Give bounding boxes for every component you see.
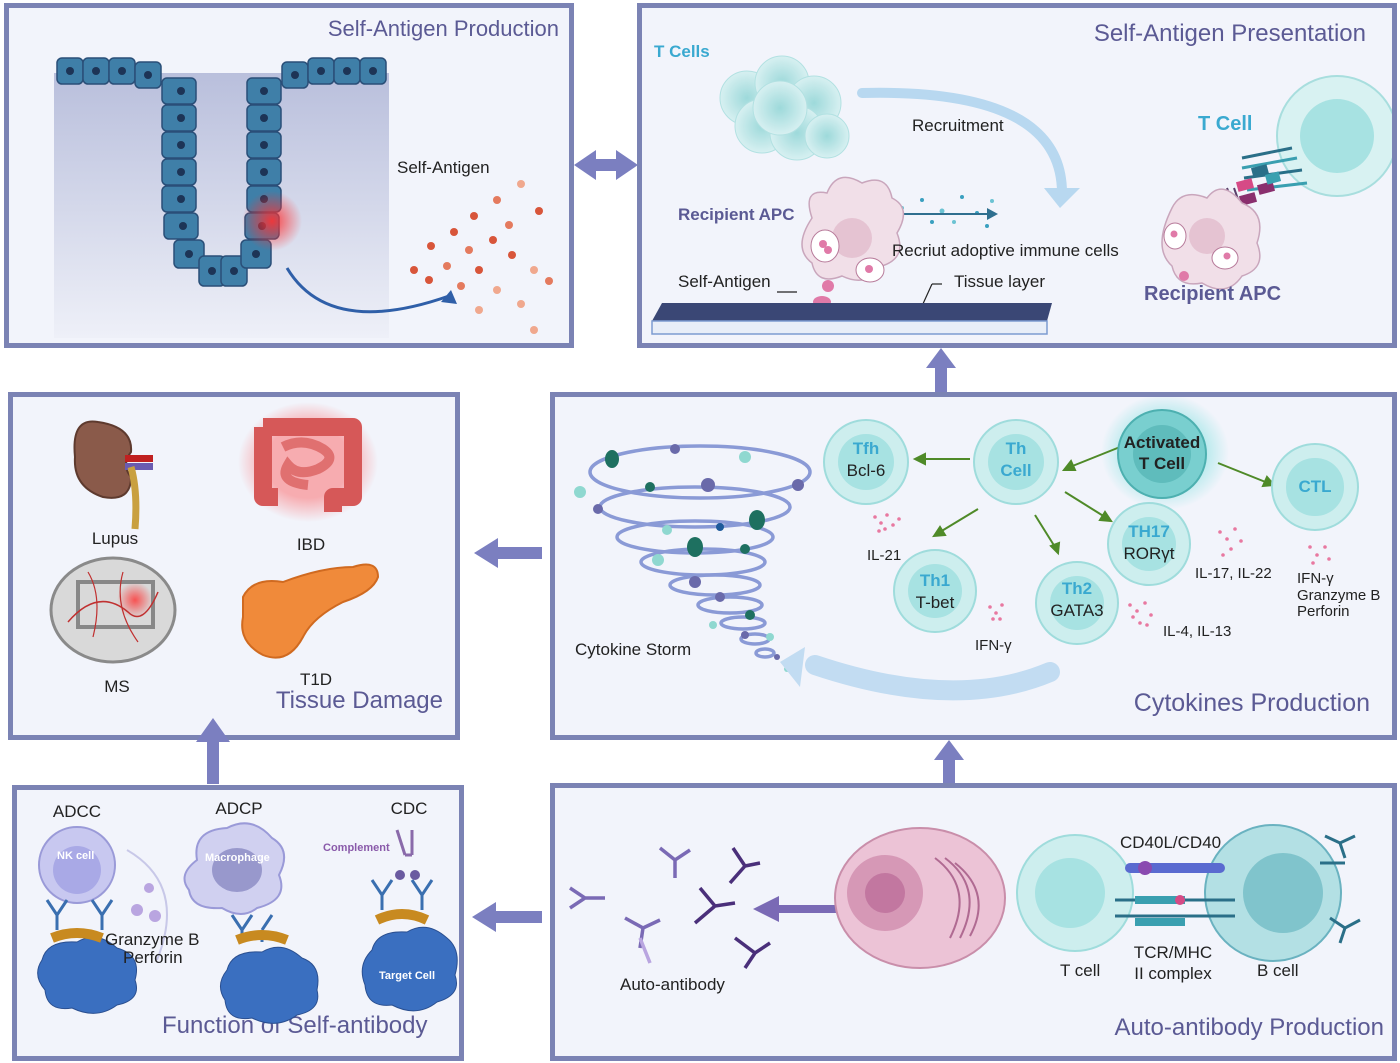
ifng-label: IFN-γ — [975, 637, 1012, 654]
self-antigen-label: Self-Antigen — [678, 272, 771, 291]
th17-cell: TH17 RORγt — [1107, 502, 1191, 586]
t-cells-cluster — [719, 55, 850, 161]
ibd-label: IBD — [296, 535, 326, 554]
arrow-up-1 — [196, 718, 230, 784]
panel-title: Cytokines Production — [1133, 689, 1370, 717]
granzyme-dots — [131, 883, 161, 922]
th2-cell: Th2 GATA3 — [1035, 561, 1119, 645]
self-antigen-particles — [410, 180, 553, 334]
bcl6-label: Bcl-6 — [846, 461, 886, 480]
activated-label-2: T Cell — [1138, 454, 1186, 473]
target-cells — [37, 909, 458, 1024]
th1-label: Th1 — [919, 571, 951, 590]
t-cell-label: T Cell — [1198, 113, 1253, 135]
nk-cell — [38, 826, 116, 904]
kidney-icon — [73, 420, 153, 530]
ctl-output-2: Granzyme B — [1297, 587, 1381, 604]
intestine-icon — [238, 402, 378, 522]
b-cell — [1204, 824, 1342, 962]
ctl-output-1: IFN-γ — [1297, 570, 1334, 587]
ctl-output-3: Perforin — [1297, 603, 1350, 620]
il17-label: IL-17, IL-22 — [1195, 565, 1272, 582]
recruit-text: Recriut adoptive immune cells — [892, 241, 1119, 260]
macrophage — [183, 822, 286, 915]
th-cell-label: Cell — [1000, 461, 1032, 480]
panel-self-antigen-presentation: Self-Antigen Presentation — [637, 3, 1397, 348]
intestinal-crypt-illustration — [54, 57, 553, 338]
th17-label: TH17 — [1128, 522, 1170, 541]
cdc-label: CDC — [390, 799, 428, 818]
complement-label: Complement — [323, 842, 390, 854]
recipient-apc-2 — [1161, 188, 1261, 290]
tcr-mhc-label-2: II complex — [1134, 964, 1212, 983]
panel-title: Self-Antigen Presentation — [1093, 20, 1366, 47]
ctl-label: CTL — [1298, 477, 1332, 496]
target-cell-label: Target Cell — [379, 970, 436, 982]
th2-label: Th2 — [1061, 579, 1093, 598]
recruitment-label: Recruitment — [912, 116, 1004, 135]
il4-label: IL-4, IL-13 — [1163, 623, 1232, 640]
granzyme-label: Granzyme B — [105, 930, 200, 949]
adcp-label: ADCP — [215, 799, 263, 818]
t-cells-label: T Cells — [654, 42, 710, 61]
ms-label: MS — [104, 677, 130, 696]
b-cell-label: B cell — [1257, 961, 1299, 980]
auto-antibodies — [569, 846, 771, 969]
t-cell-label: T cell — [1060, 961, 1101, 980]
panel-cytokines-production: Cytokines Production — [550, 392, 1397, 740]
th1-cell: Th1 T-bet — [893, 549, 977, 633]
arrow-left-1 — [474, 538, 542, 568]
b-cell-receptors — [1320, 834, 1361, 944]
cytokine-storm-label: Cytokine Storm — [575, 640, 692, 659]
recipient-apc-1 — [801, 176, 905, 283]
panel-function-of-self-antibody: Function of Self-antibody — [12, 785, 464, 1061]
plasma-cell — [834, 827, 1006, 969]
arrow-right-1 — [574, 150, 638, 180]
cd40-label: CD40L/CD40 — [1120, 833, 1222, 852]
tcr-mhc-label: TCR/MHC — [1133, 943, 1213, 962]
ctl-cell: CTL — [1271, 443, 1359, 531]
panel-title: Auto-antibody Production — [1114, 1014, 1384, 1041]
auto-antibody-illustration — [569, 824, 1361, 969]
t-cell-large — [1276, 75, 1392, 197]
tfh-label: Tfh — [852, 439, 880, 458]
perforin-label: Perforin — [123, 948, 183, 967]
recipient-apc-label: Recipient APC — [678, 205, 795, 224]
antibody-function-illustration — [37, 822, 458, 1024]
tbet-label: T-bet — [915, 593, 955, 612]
self-antigen-label: Self-Antigen — [397, 158, 490, 177]
t1d-label: T1D — [299, 670, 333, 689]
il21-label: IL-21 — [867, 547, 902, 564]
t-cell — [1016, 834, 1134, 952]
panel-title: Self-Antigen Production — [327, 16, 559, 41]
activated-t-cell: Activated T Cell — [1117, 409, 1207, 499]
adcc-label: ADCC — [52, 802, 102, 821]
auto-antibody-label: Auto-antibody — [620, 975, 725, 994]
organs-illustration — [49, 402, 380, 664]
roryt-label: RORγt — [1123, 544, 1175, 563]
complement — [395, 870, 420, 880]
th-cell: Th Cell — [973, 419, 1059, 505]
cytokine-flow — [887, 195, 998, 228]
tfh-cell: Tfh Bcl-6 — [823, 419, 909, 505]
panel-self-antigen-production: Self-Antigen Production — [4, 3, 574, 348]
nk-cell-label: NK cell — [57, 850, 95, 862]
panel-auto-antibody-production: Auto-antibody Production — [550, 783, 1397, 1061]
brain-ms-icon — [49, 556, 177, 664]
il-dots — [873, 513, 1331, 627]
pancreas-icon — [241, 563, 380, 659]
recipient-apc-label-2: Recipient APC — [1144, 283, 1282, 305]
tissue-layer-label: Tissue layer — [954, 272, 1046, 291]
lupus-label: Lupus — [91, 529, 139, 548]
th-label: Th — [1005, 439, 1027, 458]
activated-label: Activated — [1123, 433, 1201, 452]
cd40-complex — [1115, 861, 1235, 926]
gata3-label: GATA3 — [1050, 601, 1104, 620]
arrow-left-2 — [472, 902, 542, 932]
macrophage-label: Macrophage — [205, 852, 270, 864]
panel-tissue-damage: Tissue Damage Lupus I — [8, 392, 460, 740]
storm-particles — [574, 444, 804, 672]
antigen-presentation-illustration — [651, 55, 1392, 335]
panel-title: Tissue Damage — [275, 687, 443, 714]
